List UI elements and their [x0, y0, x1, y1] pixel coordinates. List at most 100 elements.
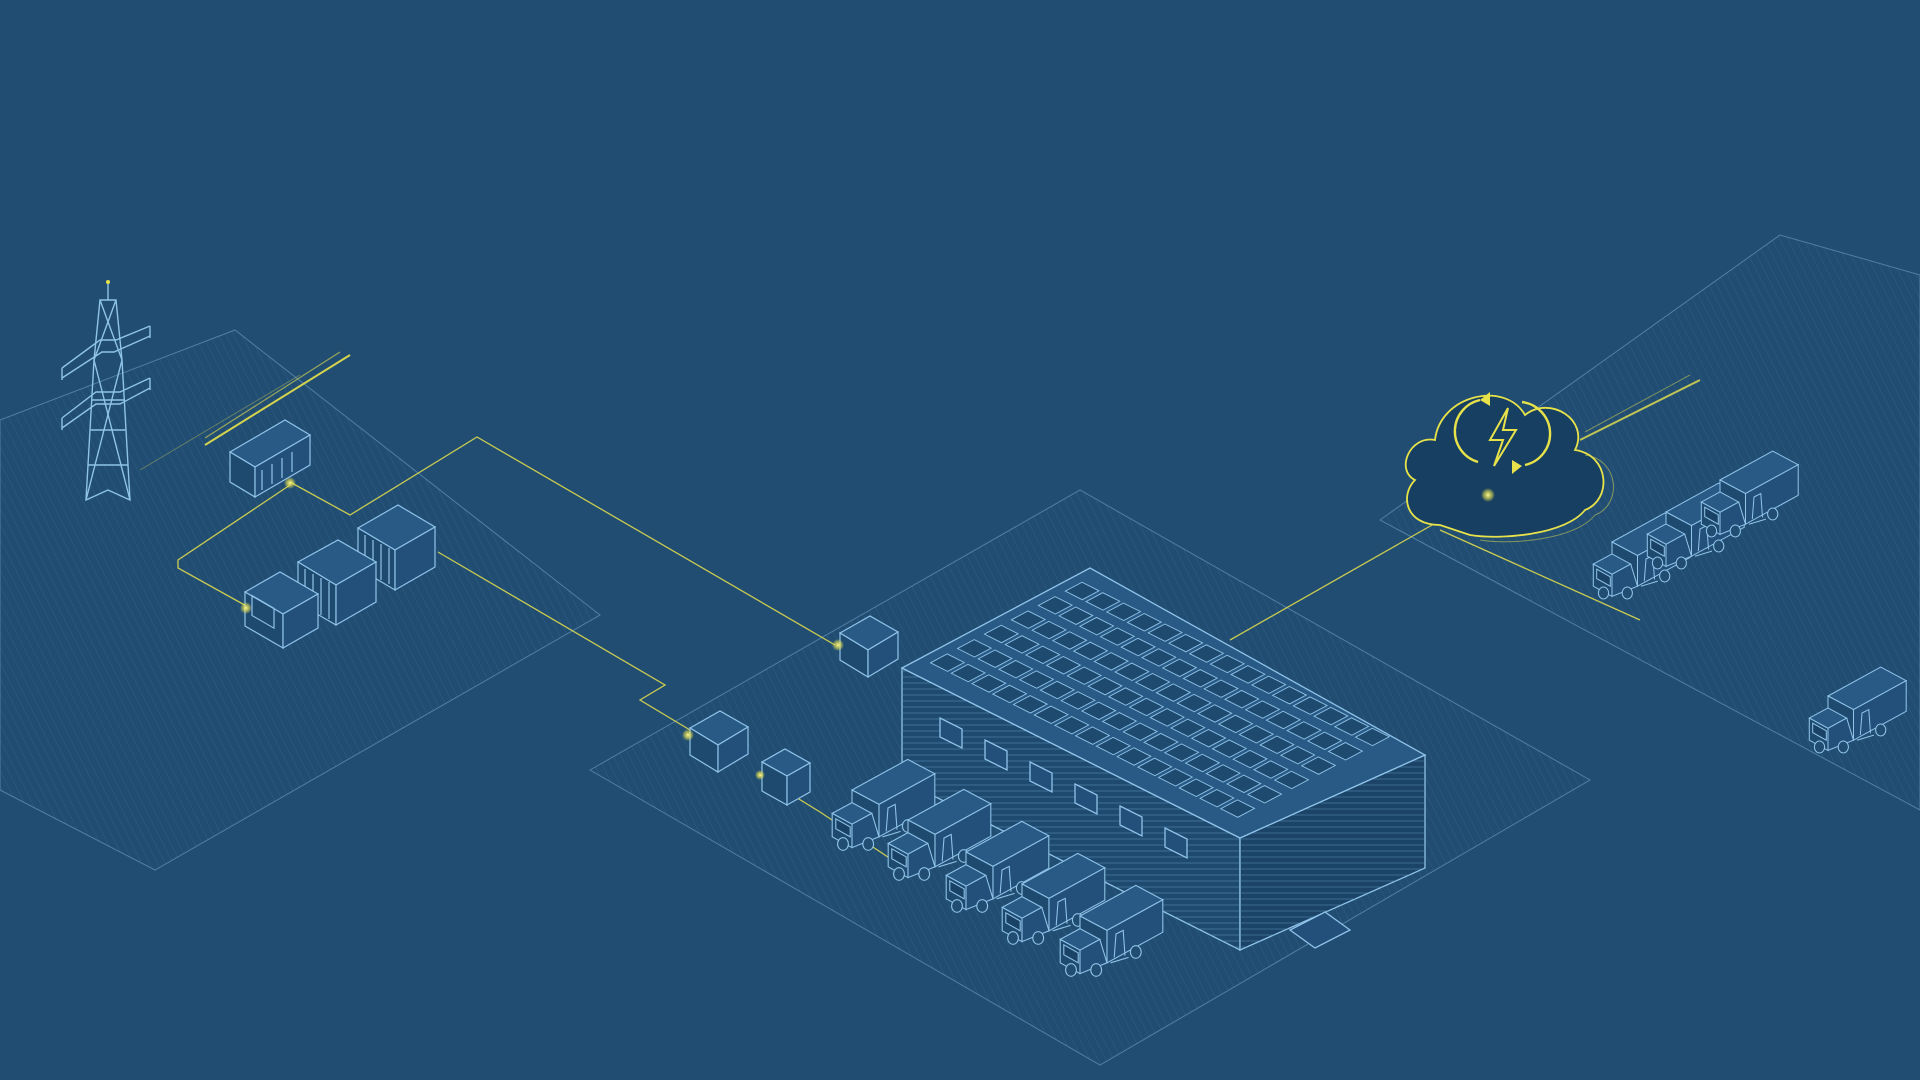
solar-panel — [1333, 717, 1370, 736]
solar-panel — [1105, 602, 1142, 622]
solar-panel — [997, 659, 1034, 679]
electric-truck-icon — [831, 758, 1164, 977]
solar-panel — [1252, 760, 1289, 779]
solar-panel — [1087, 676, 1123, 696]
solar-panel — [1157, 768, 1194, 787]
loading-doors — [939, 716, 1188, 860]
lightning-bolt-icon — [1488, 407, 1518, 467]
solar-panel — [1078, 616, 1115, 636]
line-substation-to-battery — [177, 484, 291, 609]
solar-panel — [977, 649, 1013, 668]
solar-panel — [1099, 627, 1136, 646]
solar-panel — [1080, 701, 1117, 721]
electric-truck — [1700, 450, 1800, 538]
solar-panel — [1037, 596, 1074, 615]
solar-panel — [991, 684, 1028, 704]
solar-panel — [1226, 774, 1262, 794]
electric-truck — [1808, 666, 1908, 754]
solar-panel — [1147, 623, 1183, 642]
solar-panel — [1143, 732, 1179, 752]
solar-panel — [1203, 679, 1239, 698]
solar-panel — [1122, 722, 1159, 741]
solar-panel — [1134, 672, 1171, 692]
battery-cabinet — [356, 504, 437, 592]
battery-storage-icon — [240, 504, 437, 650]
solar-panel — [1053, 715, 1090, 735]
solar-panel — [1190, 729, 1227, 748]
solar-panel — [1273, 770, 1310, 790]
solar-panel — [929, 653, 966, 672]
solar-panel — [1066, 666, 1103, 685]
line-battery-to-cabinet — [437, 551, 691, 731]
solar-panel — [1093, 652, 1130, 671]
solar-panel — [1199, 788, 1235, 808]
solar-panel — [956, 639, 993, 658]
hv-feed — [139, 351, 1701, 471]
solar-panel — [1178, 778, 1215, 797]
solar-panel — [1033, 705, 1069, 724]
solar-panel — [1279, 745, 1316, 765]
solar-panel — [1217, 714, 1254, 734]
solar-panel — [1018, 670, 1055, 689]
inverter-cabinet — [240, 571, 320, 650]
solar-panel — [1095, 736, 1132, 756]
solar-panel — [1163, 743, 1200, 762]
solar-panel-icon — [929, 581, 1391, 818]
solar-panel — [1271, 686, 1308, 705]
solar-panel — [1176, 693, 1212, 713]
solar-panel — [1064, 581, 1100, 601]
charger-cabinets — [682, 615, 900, 807]
solar-panel — [1211, 739, 1248, 758]
electric-truck-icon — [1592, 450, 1908, 754]
solar-panel — [1232, 749, 1268, 769]
solar-panel — [1170, 718, 1206, 738]
solar-panel — [1101, 712, 1138, 731]
line-substation-to-depot — [289, 436, 836, 646]
solar-panel — [1128, 697, 1165, 717]
solar-panel — [1205, 764, 1241, 783]
transformer-station-icon — [228, 419, 312, 499]
solar-panel — [1184, 753, 1221, 773]
transmission-tower-icon — [61, 280, 151, 502]
solar-panel — [1114, 662, 1150, 681]
solar-panel — [1072, 641, 1109, 661]
solar-panel — [1031, 620, 1067, 640]
solar-panel — [1354, 727, 1391, 747]
solar-panel — [1209, 654, 1246, 674]
solar-panel — [1074, 726, 1111, 745]
solar-panel — [1286, 721, 1322, 740]
distribution-box — [682, 710, 750, 774]
solar-panel — [1116, 747, 1152, 766]
solar-panel — [1292, 696, 1329, 715]
solar-panel — [1219, 799, 1256, 818]
line-cloud-to-fleet — [1439, 529, 1641, 621]
charger-box — [755, 748, 812, 807]
solar-panel — [1060, 691, 1096, 710]
solar-panel — [1230, 665, 1266, 684]
solar-panel — [1244, 700, 1281, 719]
loading-ramp — [1288, 911, 1352, 949]
solar-panel — [971, 674, 1007, 693]
solar-panel — [1149, 708, 1185, 727]
solar-panel — [1107, 687, 1144, 706]
building-roof — [900, 567, 1427, 839]
solar-panel — [1250, 675, 1287, 695]
solar-panel — [1306, 731, 1343, 751]
solar-panel — [1161, 658, 1198, 678]
cloud-energy-icon — [1404, 392, 1614, 543]
distribution-box — [832, 615, 900, 679]
solar-panel — [1259, 735, 1295, 754]
electric-truck — [1059, 884, 1164, 977]
solar-panel — [1045, 656, 1082, 675]
solar-panel — [1051, 631, 1088, 650]
solar-panel — [1265, 710, 1302, 730]
solar-panel — [1126, 613, 1163, 632]
solar-panel — [1136, 757, 1173, 777]
solar-panel — [1039, 680, 1076, 700]
solar-panel — [983, 624, 1020, 644]
solar-panel — [1188, 644, 1225, 663]
solar-panel — [1004, 635, 1040, 654]
electric-truck — [831, 758, 936, 851]
solar-panel — [1300, 756, 1337, 775]
